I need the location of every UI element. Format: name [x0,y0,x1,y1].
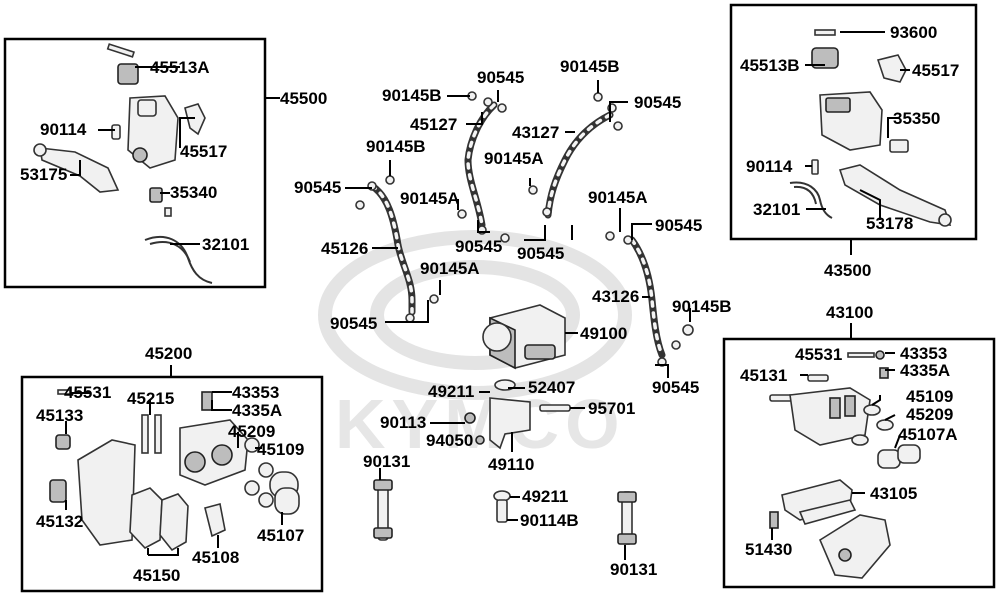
part-label: 90545 [655,216,702,235]
part-label: 90545 [517,244,564,263]
part-label: 45531 [795,345,842,364]
part-label: 90545 [330,314,377,333]
part-label: 45107 [257,526,304,545]
abs-modulator [482,304,566,370]
part-label: 53175 [20,165,67,184]
part-label: 32101 [202,235,249,254]
part-label: 90114 [40,120,87,139]
part-label: 90145A [420,259,480,278]
part-label: 51430 [745,540,792,559]
part-label: 43500 [824,261,871,280]
part-label: 90145B [560,57,620,76]
part-label: 45131 [740,366,787,385]
part-label: 45109 [906,387,953,406]
part-label: 49110 [488,455,534,474]
part-label: 53178 [866,214,913,233]
part-label: 90545 [634,93,681,112]
part-label: 4335A [232,401,282,420]
part-label: 90145A [400,189,460,208]
part-label: 45209 [906,405,953,424]
part-label: 90545 [652,378,699,397]
part-label: 45132 [36,512,83,531]
rear-master-cylinder-frame [729,3,978,241]
part-label: 45513B [740,56,800,75]
rear-brake-hoses [528,92,694,367]
part-label: 93600 [890,23,937,42]
front-caliper-parts [49,389,300,552]
part-label: 90131 [363,452,410,471]
part-label: 49211 [522,487,568,506]
part-label: 43126 [592,287,639,306]
part-label: 45513A [150,58,210,77]
part-label: 90545 [455,237,502,256]
part-label: 45126 [321,239,368,258]
part-label: 49211 [428,382,474,401]
part-label: 90145B [672,297,732,316]
part-label: 90145B [382,86,442,105]
part-label: 45517 [912,61,959,80]
part-label: 90113 [380,413,426,432]
part-label: 4335A [900,361,950,380]
part-label: 45517 [180,142,227,161]
part-label: 52407 [528,378,575,397]
part-label: 43353 [900,344,947,363]
part-labels: 45513A 45500 90114 45517 53175 35340 321… [20,23,959,585]
watermark-text: KYMCO [335,385,626,463]
part-label: 43105 [870,484,917,503]
part-label: 45200 [145,344,192,363]
part-label: 45209 [228,422,275,441]
part-label: 43100 [826,303,873,322]
part-label: 45133 [36,406,83,425]
part-label: 45109 [257,440,304,459]
part-label: 45500 [280,89,327,108]
rear-master-cylinder-parts [789,29,952,227]
leader-lines [65,31,910,560]
part-label: 90131 [610,560,657,579]
front-brake-hoses [355,91,510,323]
part-label: 90114B [520,511,579,530]
part-label: 95701 [588,399,635,418]
part-label: 35340 [170,183,217,202]
part-label: 90545 [294,178,341,197]
part-label: 90114 [746,157,793,176]
part-label: 90145B [366,137,426,156]
part-label: 94050 [426,431,473,450]
part-label: 32101 [753,200,800,219]
front-master-cylinder-parts [33,43,213,284]
front-master-cylinder-frame [3,37,267,289]
rear-caliper-frame [722,337,996,589]
part-label: 90145A [484,149,544,168]
rear-caliper-parts [769,350,921,579]
part-label: 90145A [588,188,648,207]
part-label: 90545 [477,68,524,87]
brand-watermark: KYMCO [318,230,632,463]
part-label: 49100 [580,324,627,343]
part-label: 45108 [192,548,239,567]
part-label: 43353 [232,383,279,402]
part-label: 45215 [127,389,174,408]
part-label: 45531 [64,383,111,402]
part-label: 35350 [893,109,940,128]
part-label: 45107A [898,425,958,444]
part-label: 45150 [133,566,180,585]
part-label: 43127 [512,123,559,142]
part-label: 45127 [410,115,457,134]
